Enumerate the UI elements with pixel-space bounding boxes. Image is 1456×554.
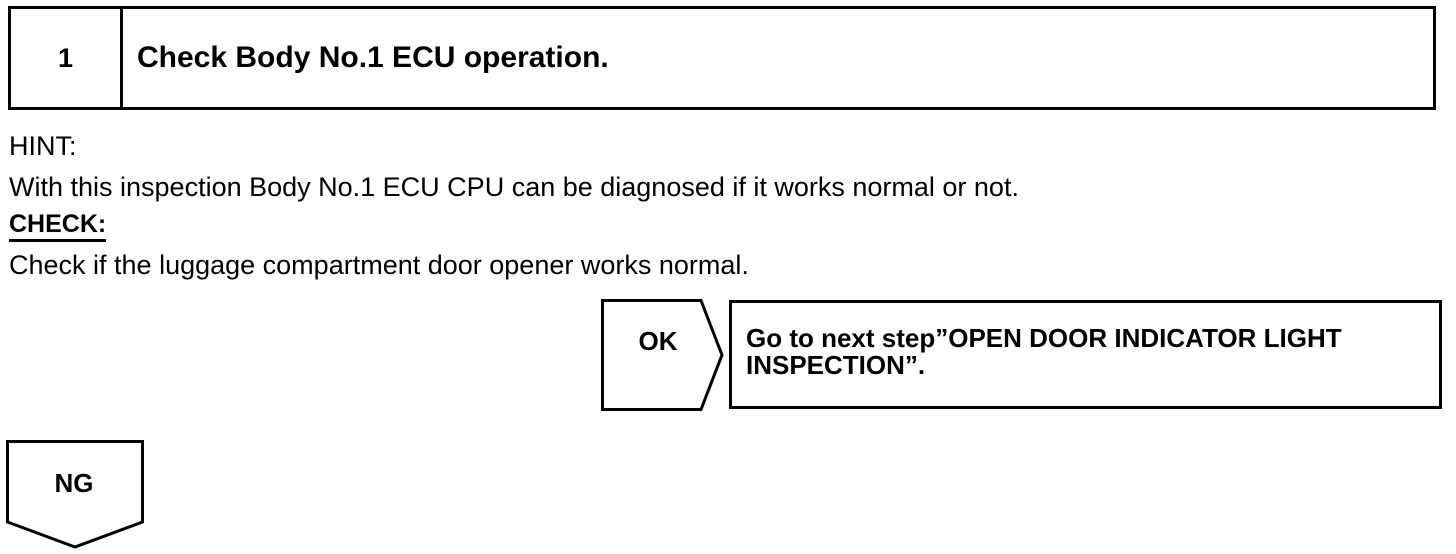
check-body: Check if the luggage compartment door op… bbox=[9, 250, 749, 280]
check-label: CHECK: bbox=[9, 212, 107, 242]
step-title: Check Body No.1 ECU operation. bbox=[137, 41, 609, 74]
ng-arrow-shape bbox=[6, 440, 144, 549]
hint-body: With this inspection Body No.1 ECU CPU c… bbox=[9, 172, 1019, 202]
step-header-box: 1 Check Body No.1 ECU operation. bbox=[8, 6, 1436, 110]
ng-label: NG bbox=[54, 468, 94, 498]
ok-arrow-shape bbox=[601, 299, 724, 411]
ok-label: OK bbox=[638, 326, 678, 356]
hint-label: HINT: bbox=[9, 131, 77, 161]
ok-result-text: Go to next step”OPEN DOOR INDICATOR LIGH… bbox=[746, 323, 1342, 380]
ok-result-box: Go to next step”OPEN DOOR INDICATOR LIGH… bbox=[729, 300, 1442, 409]
step-number: 1 bbox=[11, 9, 123, 107]
